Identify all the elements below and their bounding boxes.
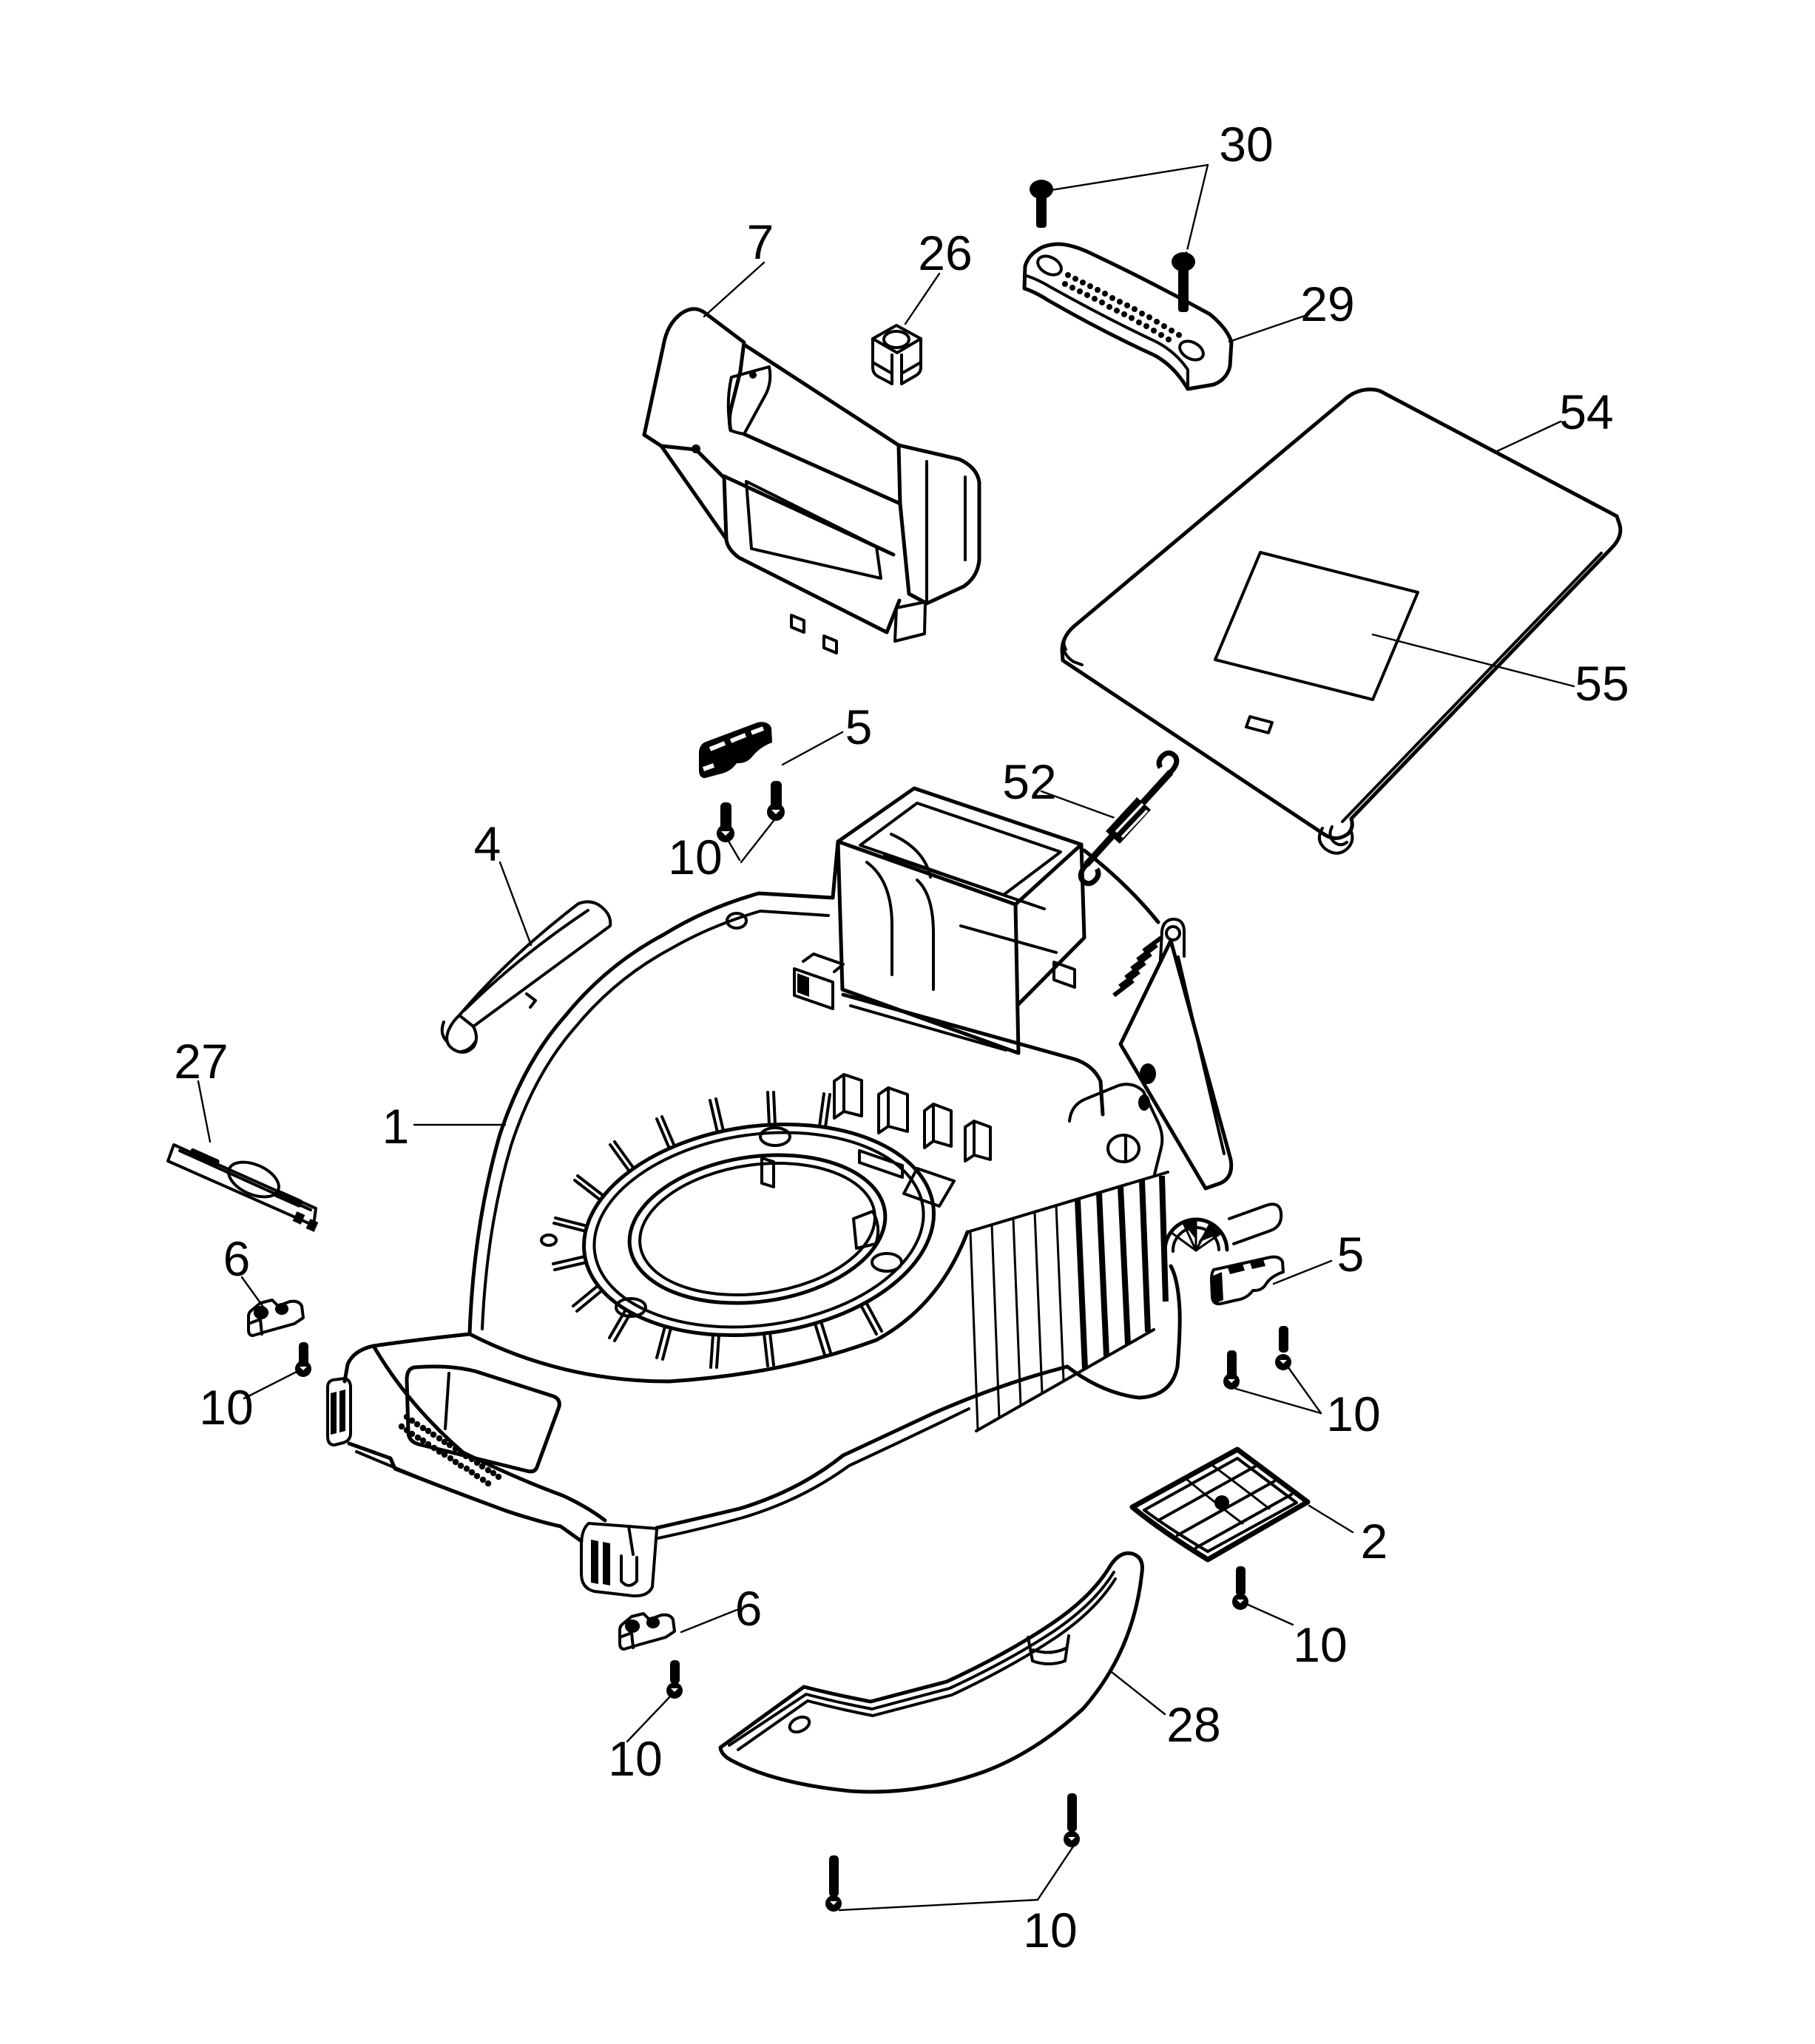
svg-text:4: 4 — [474, 816, 501, 871]
svg-text:26: 26 — [918, 226, 972, 280]
svg-text:5: 5 — [845, 700, 873, 754]
svg-text:10: 10 — [1293, 1617, 1347, 1672]
svg-text:52: 52 — [1002, 754, 1056, 809]
svg-text:55: 55 — [1575, 656, 1629, 711]
svg-text:10: 10 — [199, 1380, 253, 1435]
svg-text:54: 54 — [1559, 385, 1613, 439]
svg-text:29: 29 — [1300, 277, 1354, 331]
svg-text:6: 6 — [735, 1581, 763, 1636]
svg-text:7: 7 — [747, 214, 774, 269]
svg-text:28: 28 — [1166, 1697, 1220, 1752]
svg-text:10: 10 — [1326, 1387, 1380, 1441]
svg-text:10: 10 — [668, 830, 722, 884]
svg-text:27: 27 — [174, 1034, 228, 1089]
svg-text:1: 1 — [382, 1099, 410, 1154]
svg-text:6: 6 — [223, 1231, 251, 1286]
svg-text:5: 5 — [1337, 1227, 1365, 1282]
svg-text:2: 2 — [1361, 1514, 1388, 1568]
svg-text:10: 10 — [1023, 1903, 1077, 1957]
svg-text:30: 30 — [1219, 117, 1273, 172]
svg-text:10: 10 — [608, 1731, 662, 1786]
